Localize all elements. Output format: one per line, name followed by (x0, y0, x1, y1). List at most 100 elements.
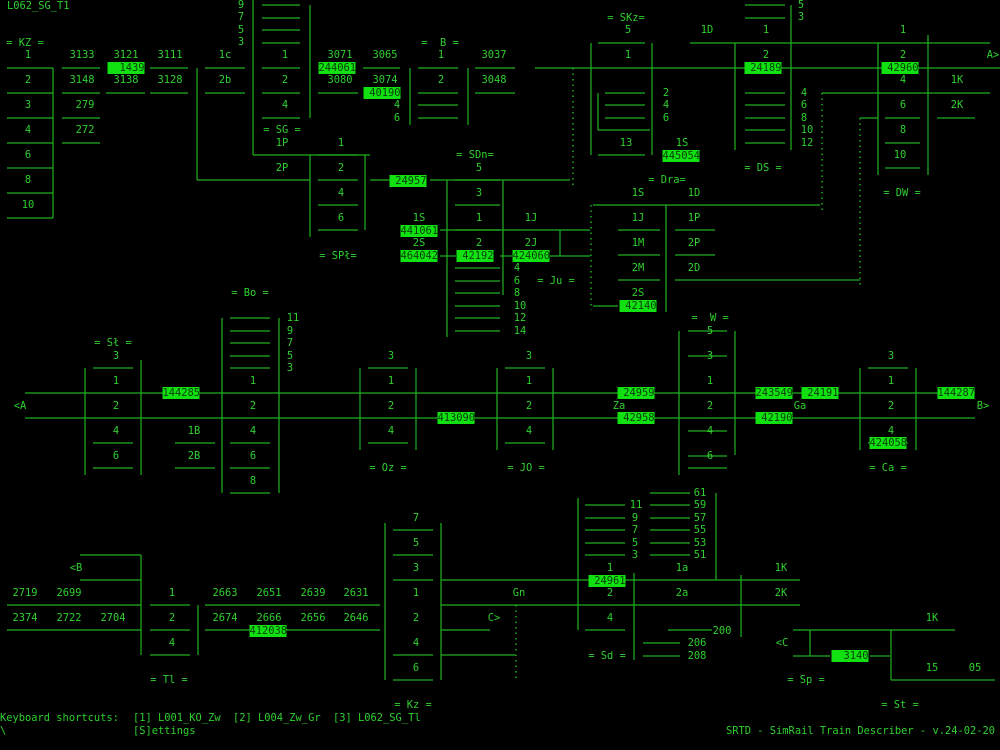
track-label-kz[interactable]: 1 (412, 587, 420, 599)
track-label-sg[interactable]: 1P (275, 137, 289, 149)
track-label-jo[interactable]: 3 (525, 350, 533, 362)
track-label-oz[interactable]: 4 (387, 425, 395, 437)
train-number[interactable]: 40190 (363, 87, 401, 99)
track-label-kz[interactable]: 7 (412, 512, 420, 524)
track-label-skz[interactable]: 6 (662, 112, 670, 124)
track-label-sl[interactable]: 6 (112, 450, 120, 462)
track-label-bo[interactable]: 9 (286, 325, 294, 337)
train-number[interactable]: 445054 (662, 150, 700, 162)
train-number[interactable]: 424060 (512, 250, 550, 262)
track-label-jo[interactable]: 2 (525, 400, 533, 412)
track-label-dw[interactable]: 1 (899, 24, 907, 36)
track-label-sl[interactable]: 1B (187, 425, 201, 437)
train-number[interactable]: 424058 (869, 437, 907, 449)
track-label-sd[interactable]: 200 (712, 625, 732, 637)
train-number[interactable]: 412038 (249, 625, 287, 637)
track-label-tl[interactable]: 2674 (212, 612, 238, 624)
track-label-tl[interactable]: 2646 (343, 612, 369, 624)
track-label-sl[interactable]: 2B (187, 450, 201, 462)
track-label-sd[interactable]: 2 (606, 587, 614, 599)
track-label-sdn[interactable]: 8 (513, 287, 521, 299)
train-number[interactable]: 24191 (801, 387, 839, 399)
track-label-sg[interactable]: 3080 (327, 74, 353, 86)
track-label-kz[interactable]: 3133 (69, 49, 95, 61)
track-label-tl[interactable]: 2666 (256, 612, 282, 624)
track-label-sdn[interactable]: 2S (412, 237, 426, 249)
track-label-tl[interactable]: 2631 (343, 587, 369, 599)
track-label-b[interactable]: 3048 (481, 74, 507, 86)
track-label-sg[interactable]: 4 (393, 99, 401, 111)
track-label-tl[interactable]: 2656 (300, 612, 326, 624)
track-label-kz[interactable]: 2b (218, 74, 232, 86)
track-label-sdn[interactable]: 12 (513, 312, 527, 324)
track-label-tl[interactable]: 2722 (56, 612, 82, 624)
track-label-sl[interactable]: 2 (112, 400, 120, 412)
track-label-bo[interactable]: 11 (286, 312, 300, 324)
train-number[interactable]: 413090 (437, 412, 475, 424)
track-label-sd[interactable]: 3 (631, 549, 639, 561)
track-label-ds[interactable]: 8 (800, 112, 808, 124)
track-label-sd[interactable]: 1K (774, 562, 788, 574)
track-label-kz[interactable]: 1 (24, 49, 32, 61)
track-label-skz[interactable]: 1S (675, 137, 689, 149)
track-label-sd[interactable]: 4 (606, 612, 614, 624)
track-label-sg[interactable]: 3071 (327, 49, 353, 61)
track-label-sg[interactable]: 3065 (372, 49, 398, 61)
track-label-kz[interactable]: 6 (24, 149, 32, 161)
track-label-ca[interactable]: 2 (887, 400, 895, 412)
track-label-sd[interactable]: 1 (606, 562, 614, 574)
track-label-w[interactable]: 3 (706, 350, 714, 362)
track-label-dw[interactable]: 10 (893, 149, 907, 161)
track-label-w[interactable]: 4 (706, 425, 714, 437)
track-label-ds[interactable]: 10 (800, 124, 814, 136)
track-label-sg[interactable]: 9 (237, 0, 245, 11)
track-label-kz[interactable]: 279 (75, 99, 95, 111)
track-label-oz[interactable]: 2 (387, 400, 395, 412)
track-label-sg[interactable]: 4 (281, 99, 289, 111)
track-label-jo[interactable]: 4 (525, 425, 533, 437)
train-number[interactable]: 144285 (162, 387, 200, 399)
track-label-tl[interactable]: 2704 (100, 612, 126, 624)
track-label-sg[interactable]: 2 (281, 74, 289, 86)
track-label-b[interactable]: 2 (437, 74, 445, 86)
track-label-kz[interactable]: 10 (21, 199, 35, 211)
track-label-kz[interactable]: 3128 (157, 74, 183, 86)
train-number[interactable]: 243549 (755, 387, 793, 399)
track-label-spl[interactable]: 2 (337, 162, 345, 174)
track-label-tl[interactable]: 2719 (12, 587, 38, 599)
track-label-tl[interactable]: 2651 (256, 587, 282, 599)
track-label-ds[interactable]: 4 (800, 87, 808, 99)
track-label-sdn[interactable]: 5 (475, 162, 483, 174)
track-label-sd[interactable]: 51 (693, 549, 707, 561)
track-label-skz[interactable]: 4 (662, 99, 670, 111)
track-label-tl[interactable]: 2699 (56, 587, 82, 599)
track-label-skz[interactable]: 5 (624, 24, 632, 36)
track-label-sd[interactable]: 2a (675, 587, 689, 599)
train-number[interactable]: 42960 (881, 62, 919, 74)
track-label-dra[interactable]: 2M (631, 262, 645, 274)
track-label-w[interactable]: 6 (706, 450, 714, 462)
track-label-dw[interactable]: 2 (899, 49, 907, 61)
track-label-skz[interactable]: 13 (619, 137, 633, 149)
track-label-jo[interactable]: 1 (525, 375, 533, 387)
track-label-skz[interactable]: 1 (624, 49, 632, 61)
train-number[interactable]: 464042 (400, 250, 438, 262)
track-label-sdn[interactable]: 1 (475, 212, 483, 224)
track-label-sg[interactable]: 3074 (372, 74, 398, 86)
track-label-sdn[interactable]: 14 (513, 325, 527, 337)
track-label-sd[interactable]: 1a (675, 562, 689, 574)
track-label-b[interactable]: 1 (437, 49, 445, 61)
track-label-spl[interactable]: 6 (337, 212, 345, 224)
track-label-st[interactable]: 1K (925, 612, 939, 624)
shortcut-l004[interactable]: [2] L004_Zw_Gr (233, 712, 321, 724)
track-label-ds[interactable]: 3 (797, 11, 805, 23)
track-label-kz[interactable]: 8 (24, 174, 32, 186)
track-label-w[interactable]: 5 (706, 325, 714, 337)
track-label-zaga[interactable]: Za (612, 400, 626, 412)
track-label-ds[interactable]: 1 (762, 24, 770, 36)
track-label-zaga[interactable]: Ga (793, 400, 807, 412)
track-label-bo[interactable]: 7 (286, 337, 294, 349)
track-label-kz[interactable]: 3121 (113, 49, 139, 61)
exit-marker[interactable]: B> (976, 400, 990, 412)
track-label-kz[interactable]: 3148 (69, 74, 95, 86)
